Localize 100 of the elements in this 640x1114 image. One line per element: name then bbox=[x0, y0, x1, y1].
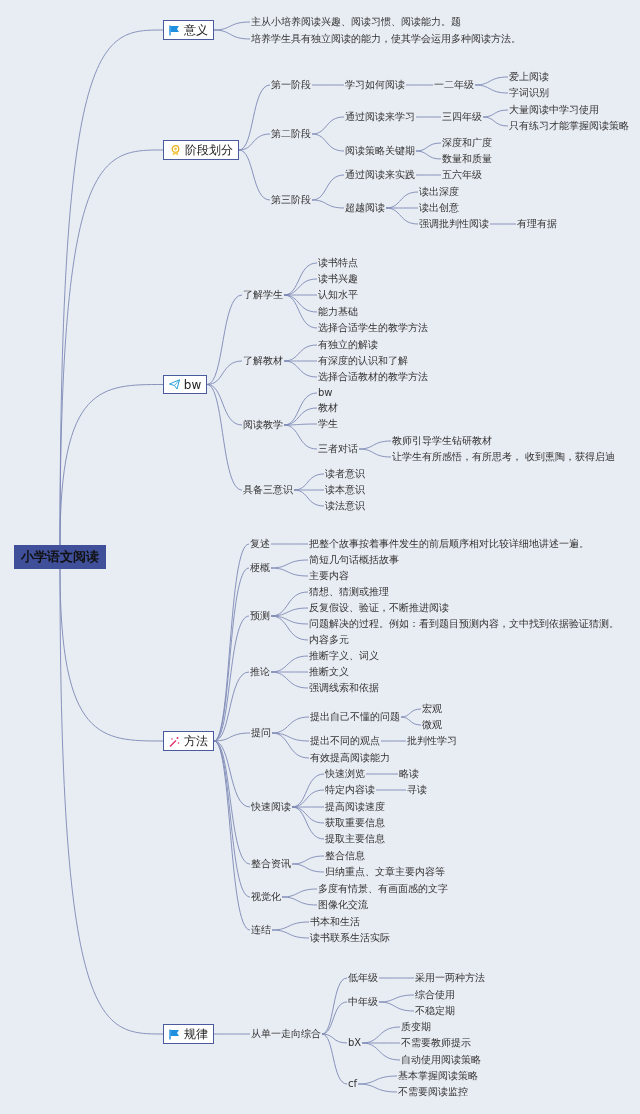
branch-text: 不稳定期 bbox=[414, 1005, 456, 1017]
branch-line bbox=[59, 384, 164, 546]
branch-line bbox=[213, 732, 251, 742]
branch-line bbox=[238, 133, 271, 151]
branch-line bbox=[482, 109, 509, 118]
branch-text: 五六年级 bbox=[441, 169, 483, 181]
branch-text: 字词识别 bbox=[508, 87, 550, 99]
branch-line bbox=[311, 199, 345, 209]
branch-line bbox=[358, 448, 392, 458]
branch-text: cf bbox=[347, 1078, 359, 1090]
branch-text: 深度和广度 bbox=[441, 137, 493, 149]
branch-line bbox=[415, 150, 442, 160]
branch-text: 归纳重点、文章主要内容等 bbox=[324, 866, 446, 878]
branch-text: 有效提高阅读能力 bbox=[309, 752, 391, 764]
branch-line bbox=[206, 384, 243, 491]
branch-line bbox=[291, 863, 325, 873]
branch-line bbox=[293, 489, 325, 507]
branch-text: 有独立的解读 bbox=[317, 339, 379, 351]
branch-line bbox=[283, 360, 318, 378]
branch-text: 快速浏览 bbox=[324, 768, 366, 780]
branch-text: 提取主要信息 bbox=[324, 833, 386, 845]
branch-line bbox=[291, 806, 325, 840]
branch-text: 微观 bbox=[421, 719, 443, 731]
branch-line bbox=[385, 207, 419, 225]
branch-text: 快速阅读 bbox=[250, 801, 292, 813]
branch-text: 阅读策略关键期 bbox=[344, 145, 416, 157]
branch-text: 超越阅读 bbox=[344, 202, 386, 214]
branch-text: 把整个故事按着事件发生的前后顺序相对比较详细地讲述一遍。 bbox=[308, 538, 590, 550]
branch-line bbox=[271, 929, 310, 939]
branch-text: 获取重要信息 bbox=[324, 817, 386, 829]
branch-text: 书本和生活 bbox=[309, 916, 361, 928]
branch-text: 主要内容 bbox=[308, 570, 350, 582]
topic-box bbox=[163, 731, 214, 751]
topic-label: 规律 bbox=[184, 1025, 208, 1043]
branch-text: 读者意识 bbox=[324, 468, 366, 480]
branch-text: 读本意识 bbox=[324, 484, 366, 496]
branch-line bbox=[400, 716, 422, 726]
topic-box bbox=[163, 375, 207, 394]
branch-line bbox=[283, 294, 318, 296]
branch-line bbox=[270, 567, 309, 577]
branch-text: 有深度的认识和了解 bbox=[317, 355, 409, 367]
branch-text: 基本掌握阅读策略 bbox=[397, 1070, 479, 1082]
branch-line bbox=[311, 133, 345, 152]
branch-text: 推断字义、词义 bbox=[308, 650, 380, 662]
branch-text: 梗概 bbox=[249, 562, 271, 574]
branch-text: 读法意识 bbox=[324, 500, 366, 512]
branch-text: 学习如何阅读 bbox=[344, 79, 406, 91]
branch-line bbox=[321, 1001, 348, 1035]
branch-line bbox=[378, 977, 415, 979]
branch-line bbox=[283, 294, 318, 329]
branch-text: 阅读教学 bbox=[242, 419, 284, 431]
branch-text: 只有练习才能掌握阅读策略 bbox=[508, 120, 630, 132]
branch-text: 不需要教师提示 bbox=[400, 1037, 472, 1049]
branch-text: 通过阅读来实践 bbox=[344, 169, 416, 181]
branch-line bbox=[271, 732, 310, 742]
branch-line bbox=[311, 84, 345, 86]
branch-text: 强调线索和依据 bbox=[308, 682, 380, 694]
branch-line bbox=[482, 116, 509, 127]
branch-line bbox=[365, 773, 399, 775]
branch-text: 综合使用 bbox=[414, 989, 456, 1001]
branch-line bbox=[270, 543, 309, 545]
branch-text: 简短几句话概括故事 bbox=[308, 554, 400, 566]
branch-text: 推论 bbox=[249, 666, 271, 678]
branch-text: 低年级 bbox=[347, 972, 379, 984]
branch-text: 采用一两种方法 bbox=[414, 972, 486, 984]
branch-text: 具备三意识 bbox=[242, 484, 294, 496]
branch-text: 提高阅读速度 bbox=[324, 801, 386, 813]
branch-line bbox=[283, 360, 318, 362]
branch-line bbox=[271, 732, 310, 759]
branch-text: 了解教材 bbox=[242, 355, 284, 367]
branch-line bbox=[238, 149, 271, 201]
branch-text: 连结 bbox=[250, 924, 272, 936]
branch-line bbox=[59, 568, 164, 1035]
branch-text: bX bbox=[347, 1037, 363, 1049]
branch-text: 第二阶段 bbox=[270, 128, 312, 140]
branch-line bbox=[213, 1033, 251, 1035]
branch-text: 数量和质量 bbox=[441, 153, 493, 165]
branch-text: 学生 bbox=[317, 418, 339, 430]
branch-line bbox=[213, 29, 251, 40]
branch-text: 整合信息 bbox=[324, 850, 366, 862]
branch-text: 了解学生 bbox=[242, 289, 284, 301]
branch-text: 反复假设、验证，不断推进阅读 bbox=[308, 602, 450, 614]
branch-line bbox=[380, 740, 407, 742]
branch-text: 不需要阅读监控 bbox=[397, 1086, 469, 1098]
branch-text: 让学生有所感悟，有所思考， 收到熏陶，获得启迪 bbox=[391, 451, 617, 463]
branch-line bbox=[283, 424, 318, 450]
branch-text: 读书联系生活实际 bbox=[309, 932, 391, 944]
branch-line bbox=[489, 223, 517, 225]
branch-line bbox=[270, 671, 309, 689]
branch-text: 特定内容读 bbox=[324, 784, 376, 796]
topic-label: 意义 bbox=[184, 21, 208, 39]
branch-text: 通过阅读来学习 bbox=[344, 111, 416, 123]
branch-text: 选择合适学生的教学方法 bbox=[317, 322, 429, 334]
branch-text: 多度有情景、有画面感的文字 bbox=[317, 883, 449, 895]
branch-line bbox=[206, 384, 243, 426]
branch-text: 猜想、猜测或推理 bbox=[308, 586, 390, 598]
branch-text: 能力基础 bbox=[317, 306, 359, 318]
branch-line bbox=[270, 671, 309, 673]
branch-text: 一二年级 bbox=[433, 79, 475, 91]
branch-text: bw bbox=[317, 387, 334, 399]
